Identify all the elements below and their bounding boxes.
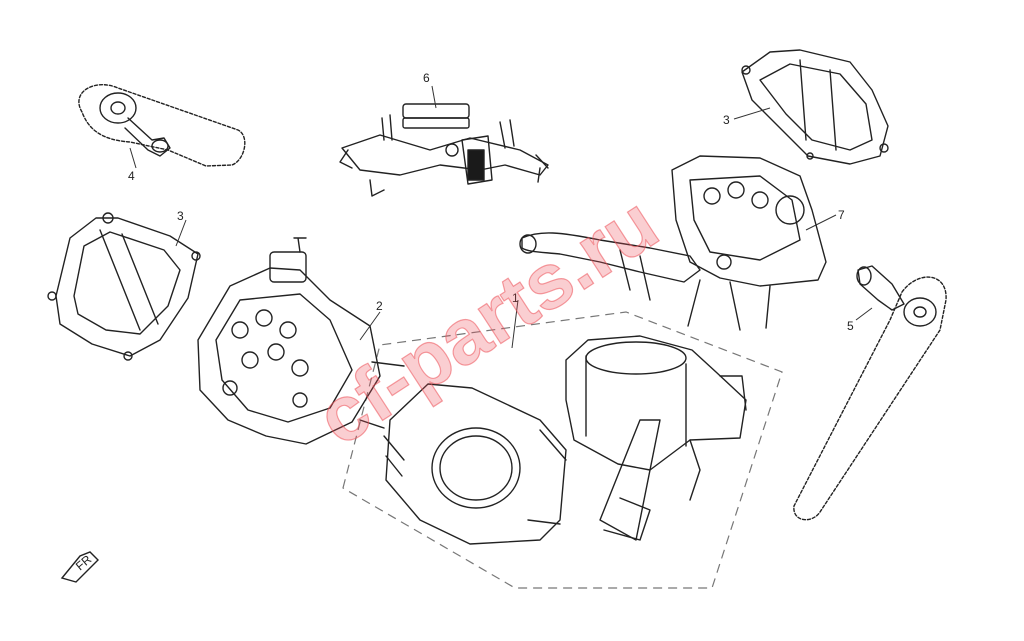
cylinder-group-outline [342, 311, 783, 589]
part-3-valve-cover-right [741, 49, 889, 165]
part-7-cylinder-head-rear [519, 155, 827, 331]
callout-2: 2 [376, 299, 383, 313]
callout-4: 4 [128, 169, 135, 183]
part-1-cylinder-block-rear [565, 335, 747, 541]
part-6-rocker-arms [339, 103, 549, 197]
part-4-camshaft-chain [78, 83, 246, 167]
callout-7: 7 [838, 208, 845, 222]
part-5-camshaft-chain [793, 265, 947, 521]
leader-lines [129, 85, 873, 349]
callout-3-right: 3 [723, 113, 730, 127]
watermark-text: cf-parts.ru [301, 178, 672, 462]
callout-6: 6 [423, 71, 430, 85]
callout-3-left: 3 [177, 209, 184, 223]
part-2-cylinder-head-front [197, 237, 405, 445]
part-1-cylinder-block-front [383, 383, 567, 545]
callout-1: 1 [512, 291, 519, 305]
callout-5: 5 [847, 319, 854, 333]
part-3-valve-cover-left [47, 212, 201, 361]
front-arrow-text: FR [73, 552, 95, 573]
front-direction-arrow-icon: FR [60, 551, 99, 583]
